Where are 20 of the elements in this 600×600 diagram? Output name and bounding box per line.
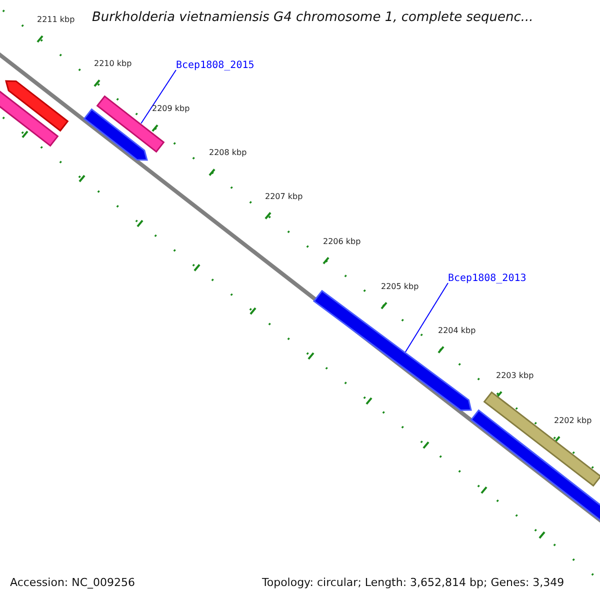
- scale-label: 2204 kbp: [438, 326, 476, 335]
- leader-line: [140, 70, 176, 124]
- gene-label: Bcep1808_2015: [176, 60, 254, 71]
- leader-line: [404, 282, 448, 352]
- gene-arrow: [483, 391, 600, 487]
- gene-arrow: [5, 80, 69, 132]
- scale-label: 2210 kbp: [94, 59, 132, 68]
- genome-info-label: Topology: circular; Length: 3,652,814 bp; Genes: 3,349: [262, 576, 564, 589]
- scale-label: 2206 kbp: [323, 236, 361, 246]
- map-title: Burkholderia vietnamiensis G4 chromosome 1, complete sequenc...: [92, 10, 534, 25]
- scale-label: 2202 kbp: [554, 416, 592, 425]
- accession-label: Accession: NC_009256: [10, 576, 136, 589]
- scale-label: 2209 kbp: [152, 104, 190, 114]
- scale-label: 2203 kbp: [496, 370, 534, 380]
- scale-label: 2211 kbp: [37, 15, 75, 24]
- scale-label: 2207 kbp: [265, 192, 303, 201]
- gene-arrow: [83, 108, 148, 161]
- scale-label: 2205 kbp: [381, 282, 419, 291]
- scale-label: 2208 kbp: [209, 148, 247, 158]
- gene-label: Bcep1808_2013: [448, 273, 526, 284]
